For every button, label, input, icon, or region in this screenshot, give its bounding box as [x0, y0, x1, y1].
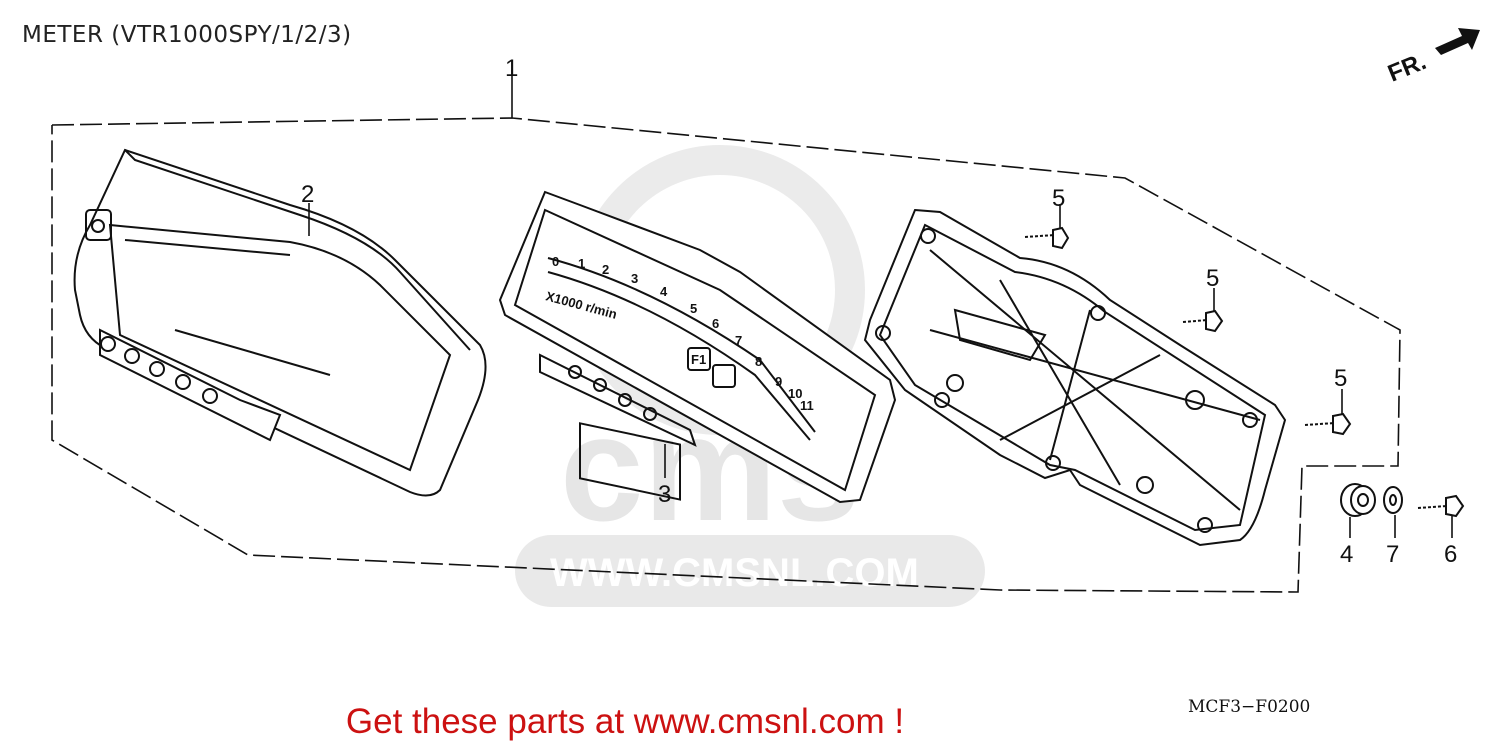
callout-5c: 5 — [1334, 365, 1347, 392]
screw-5a — [1024, 226, 1070, 250]
callout-6: 6 — [1444, 541, 1457, 568]
promo-banner: Get these parts at www.cmsnl.com ! — [0, 702, 1500, 742]
washer-7 — [1383, 486, 1403, 514]
dial-label-10: 10 — [788, 386, 802, 401]
dial-label-0: 0 — [552, 254, 559, 269]
exploded-parts-diagram: cms WWW.CMSNL.COM 1 2 — [51, 28, 1480, 607]
dial-label-8: 8 — [755, 354, 762, 369]
watermark-url: WWW.CMSNL.COM — [550, 551, 919, 595]
screw-5c — [1304, 412, 1352, 436]
diagram-code: MCF3−F0200 — [1188, 697, 1311, 717]
dial-label-3: 3 — [631, 271, 638, 286]
dial-label-6: 6 — [712, 316, 719, 331]
promo-link-text[interactable]: Get these parts at www.cmsnl.com ! — [345, 702, 905, 741]
dial-label-7: 7 — [735, 333, 742, 348]
meter-lens-case — [73, 148, 487, 497]
meter-rear-cover — [863, 208, 1287, 547]
callout-3: 3 — [658, 481, 671, 508]
dial-label-5: 5 — [690, 301, 697, 316]
callout-5b: 5 — [1206, 265, 1219, 292]
callout-2: 2 — [301, 181, 314, 208]
screw-5b — [1182, 309, 1224, 333]
screw-6 — [1417, 494, 1465, 518]
dial-label-4: 4 — [660, 284, 668, 299]
dial-label-2: 2 — [602, 262, 609, 277]
forward-direction-marker: FR. — [1384, 28, 1480, 88]
callout-4: 4 — [1340, 541, 1353, 568]
forward-arrow-icon — [1435, 28, 1480, 55]
grommet-4 — [1340, 483, 1376, 517]
watermark-banner — [515, 535, 985, 607]
meter-unit — [498, 190, 897, 504]
dial-label-1: 1 — [578, 256, 585, 271]
callout-7: 7 — [1386, 541, 1399, 568]
callout-1: 1 — [505, 55, 518, 82]
fr-label: FR. — [1384, 48, 1430, 88]
diagram-title: METER (VTR1000SPY/1/2/3) — [22, 22, 352, 48]
dial-label-9: 9 — [775, 374, 782, 389]
indicator-f1: F1 — [691, 352, 706, 367]
dial-label-11: 11 — [800, 398, 814, 413]
assembly-boundary — [51, 117, 1401, 593]
callout-5a: 5 — [1052, 185, 1065, 212]
